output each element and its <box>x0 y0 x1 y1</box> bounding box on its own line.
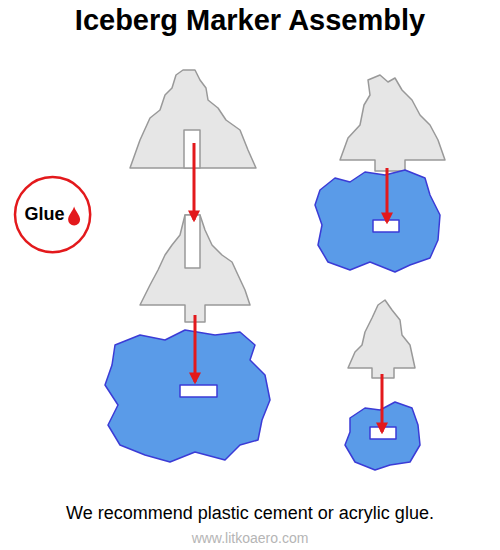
iceberg-piece <box>348 300 415 378</box>
iceberg-piece <box>340 75 445 171</box>
slot <box>180 385 217 397</box>
assembly-arrow <box>381 374 384 432</box>
watermark: www.litkoaero.com <box>0 530 500 546</box>
iceberg-piece <box>140 215 250 322</box>
badge-circle <box>15 177 90 252</box>
water-base <box>315 170 440 272</box>
glue-drop <box>68 207 80 226</box>
assembly-arrow <box>193 143 196 220</box>
caption: We recommend plastic cement or acrylic g… <box>0 503 500 524</box>
slot <box>185 215 200 268</box>
title: Iceberg Marker Assembly <box>0 4 500 37</box>
slot <box>184 130 200 168</box>
badge-text: Glue <box>24 205 64 225</box>
glue-badge: Glue <box>13 175 92 254</box>
assembly-arrow <box>194 315 197 382</box>
assembly-arrow <box>386 168 389 222</box>
water-base <box>105 330 270 462</box>
